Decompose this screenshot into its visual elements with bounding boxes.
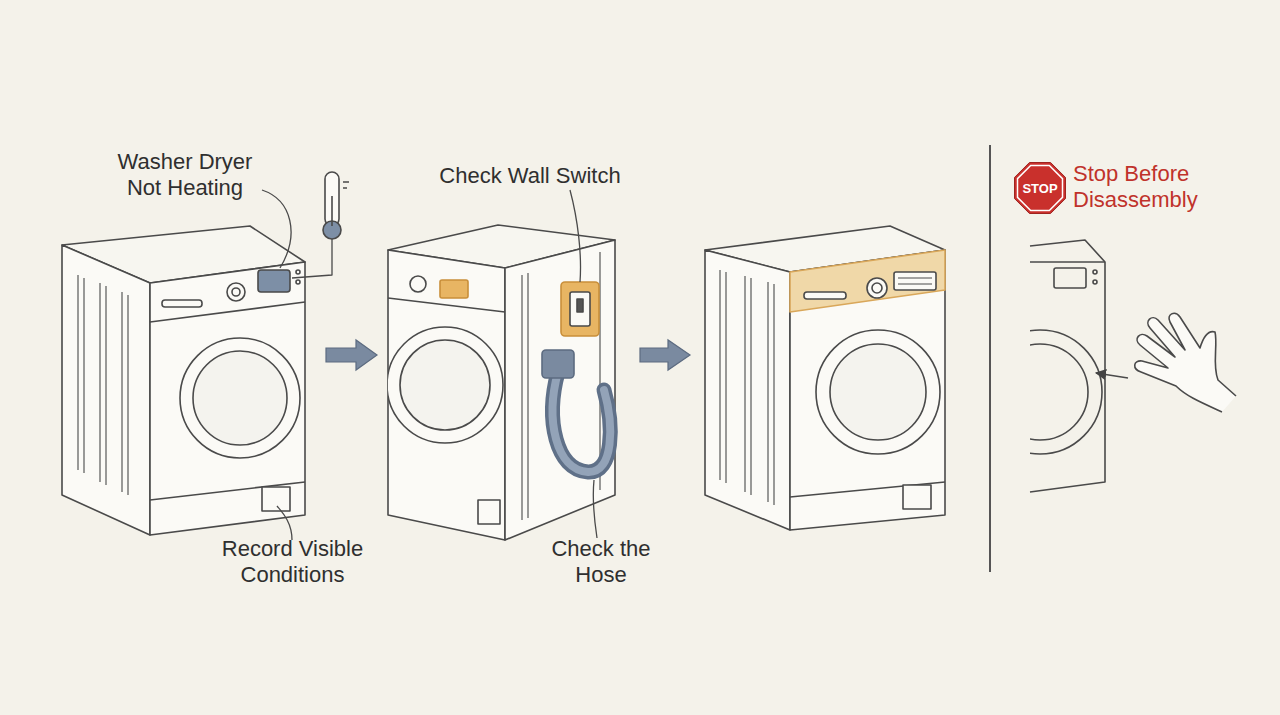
machine-top-edge bbox=[1030, 261, 1105, 263]
machine-front bbox=[150, 262, 305, 535]
button bbox=[296, 270, 300, 274]
leader-line bbox=[262, 190, 291, 268]
display bbox=[894, 272, 936, 290]
dial bbox=[410, 276, 426, 292]
machine-front bbox=[790, 250, 945, 530]
side-slots bbox=[78, 275, 128, 495]
display bbox=[440, 280, 468, 298]
dial bbox=[227, 283, 245, 301]
hose bbox=[553, 372, 611, 472]
door bbox=[388, 327, 503, 443]
washer-two bbox=[387, 190, 615, 540]
door-glass bbox=[193, 351, 287, 445]
switch-toggle bbox=[577, 299, 583, 312]
machine-side bbox=[705, 250, 790, 530]
stop-sign: STOP bbox=[1014, 162, 1066, 214]
hand bbox=[1135, 313, 1236, 412]
panel-handle bbox=[162, 300, 202, 307]
display bbox=[1054, 268, 1086, 288]
display bbox=[258, 270, 290, 292]
panel-handle bbox=[804, 292, 846, 299]
side-slots bbox=[720, 270, 774, 505]
leader-line bbox=[570, 190, 581, 282]
washer-one bbox=[62, 172, 349, 540]
button bbox=[1093, 280, 1097, 284]
octagon-rim bbox=[1018, 166, 1063, 211]
washer-three bbox=[705, 226, 945, 530]
octagon-fill bbox=[1015, 163, 1066, 214]
door bbox=[1030, 330, 1102, 454]
machine-front bbox=[388, 250, 505, 540]
display-lines bbox=[898, 278, 932, 284]
callout-label: Check the Hose bbox=[540, 536, 662, 588]
pointer-arrow bbox=[1096, 373, 1128, 378]
filter-drawer bbox=[262, 487, 290, 511]
door-glass bbox=[400, 340, 490, 430]
hose bbox=[553, 372, 611, 472]
wall-switch bbox=[570, 292, 590, 326]
thermometer-ticks bbox=[332, 182, 349, 226]
panel-highlight bbox=[790, 250, 945, 312]
hose-connector bbox=[542, 350, 574, 378]
button bbox=[296, 280, 300, 284]
panel-edge bbox=[388, 298, 505, 312]
washer-four bbox=[978, 240, 1236, 492]
machine-side bbox=[62, 245, 150, 535]
door-glass bbox=[830, 344, 926, 440]
flow-arrow bbox=[640, 340, 690, 370]
filter-drawer bbox=[478, 500, 500, 524]
door bbox=[816, 330, 940, 454]
callout-label: Stop Before Disassembly bbox=[1073, 161, 1243, 213]
callout-label: Check Wall Switch bbox=[415, 163, 645, 189]
dial bbox=[867, 278, 887, 298]
machine-side bbox=[505, 240, 615, 540]
callout-label: Record Visible Conditions bbox=[205, 536, 380, 588]
switch-highlight bbox=[561, 282, 599, 336]
button bbox=[1093, 270, 1097, 274]
door bbox=[180, 338, 300, 458]
leader-line bbox=[292, 239, 332, 278]
divider-line bbox=[989, 145, 991, 572]
dial-center bbox=[872, 283, 882, 293]
sign-text: STOP bbox=[1022, 181, 1057, 196]
dial-center bbox=[232, 288, 240, 296]
filter-drawer bbox=[903, 485, 931, 509]
flow-arrow bbox=[326, 340, 377, 370]
door-glass bbox=[1030, 344, 1088, 440]
leader-line bbox=[593, 480, 597, 538]
leader-line bbox=[277, 506, 292, 540]
callout-label: Washer Dryer Not Heating bbox=[100, 149, 270, 201]
